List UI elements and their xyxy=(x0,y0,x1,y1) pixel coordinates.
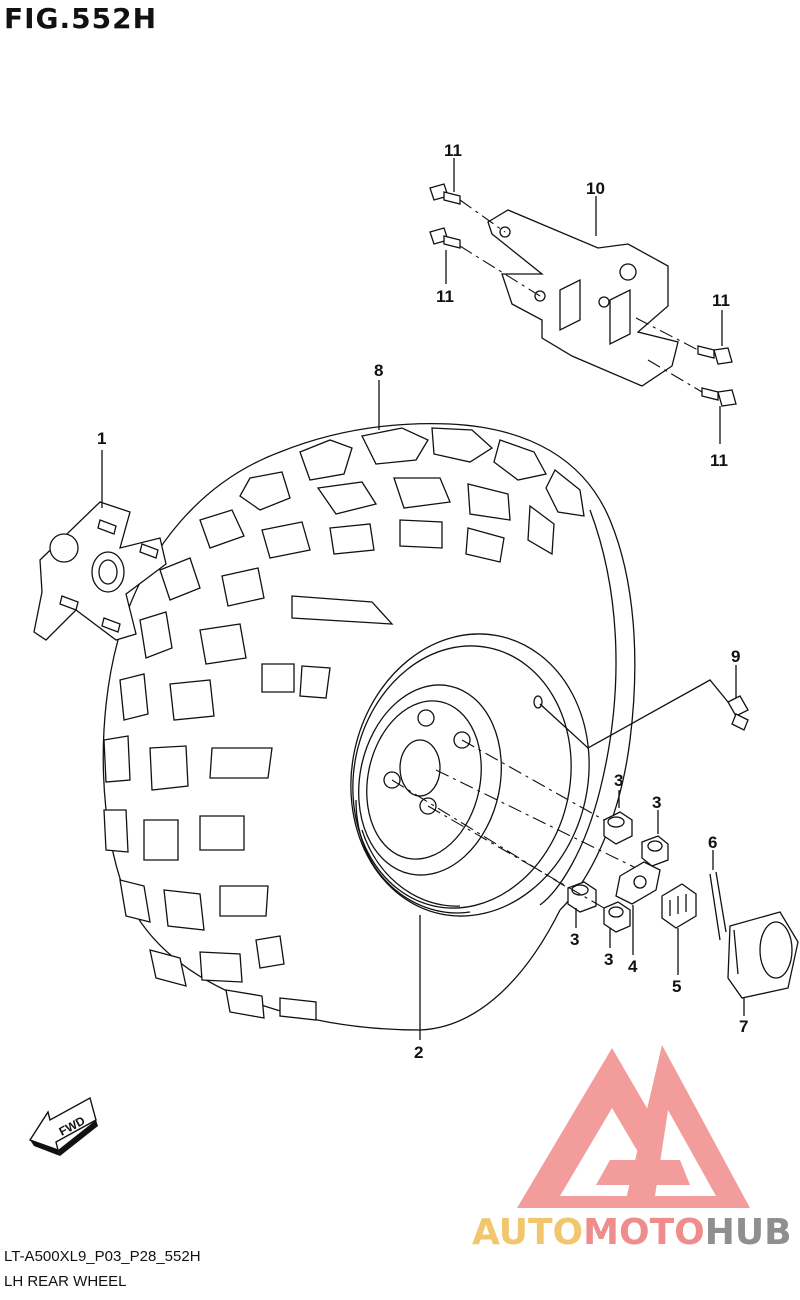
callout-4: 4 xyxy=(628,957,638,976)
leader-lines xyxy=(101,158,745,1040)
callout-2: 2 xyxy=(414,1043,423,1062)
callout-6: 6 xyxy=(708,833,717,852)
callout-1: 1 xyxy=(97,429,106,448)
wheel-nuts xyxy=(391,739,669,933)
callout-3c: 3 xyxy=(570,930,579,949)
callout-3b: 3 xyxy=(652,793,661,812)
watermark-auto: AUTO xyxy=(472,1212,584,1253)
hub-washer xyxy=(615,861,661,905)
callout-3a: 3 xyxy=(614,771,623,790)
figure-description: LH REAR WHEEL xyxy=(4,1273,127,1290)
hub-cap xyxy=(727,911,799,999)
callout-11b: 11 xyxy=(436,287,454,306)
wheel-hub xyxy=(33,501,167,641)
bracket-bolts xyxy=(429,183,737,407)
castle-nut xyxy=(661,883,697,929)
callout-numbers: 1 2 3 3 3 3 4 5 6 7 8 9 10 11 11 11 11 xyxy=(97,141,748,1062)
callout-9: 9 xyxy=(731,647,740,666)
callout-10: 10 xyxy=(586,179,605,198)
watermark-text: AUTOMOTOHUB xyxy=(472,1212,792,1253)
fwd-arrow-icon: FWD xyxy=(28,1096,98,1156)
watermark-hub: HUB xyxy=(704,1212,792,1253)
callout-8: 8 xyxy=(374,361,383,380)
callout-11a: 11 xyxy=(444,141,462,160)
valve-stem xyxy=(539,679,749,749)
cotter-pin xyxy=(709,871,727,941)
callout-5: 5 xyxy=(672,977,681,996)
figure-code: LT-A500XL9_P03_P28_552H xyxy=(4,1248,201,1265)
bracket xyxy=(487,209,679,387)
callout-11c: 11 xyxy=(712,291,730,310)
figure-title: FIG.552H xyxy=(4,2,158,35)
callout-7: 7 xyxy=(739,1017,748,1036)
watermark-moto: MOTO xyxy=(583,1212,705,1253)
wheel-rim xyxy=(350,633,590,917)
callout-3d: 3 xyxy=(604,950,613,969)
watermark-logo xyxy=(517,1045,750,1208)
callout-11d: 11 xyxy=(710,451,728,470)
